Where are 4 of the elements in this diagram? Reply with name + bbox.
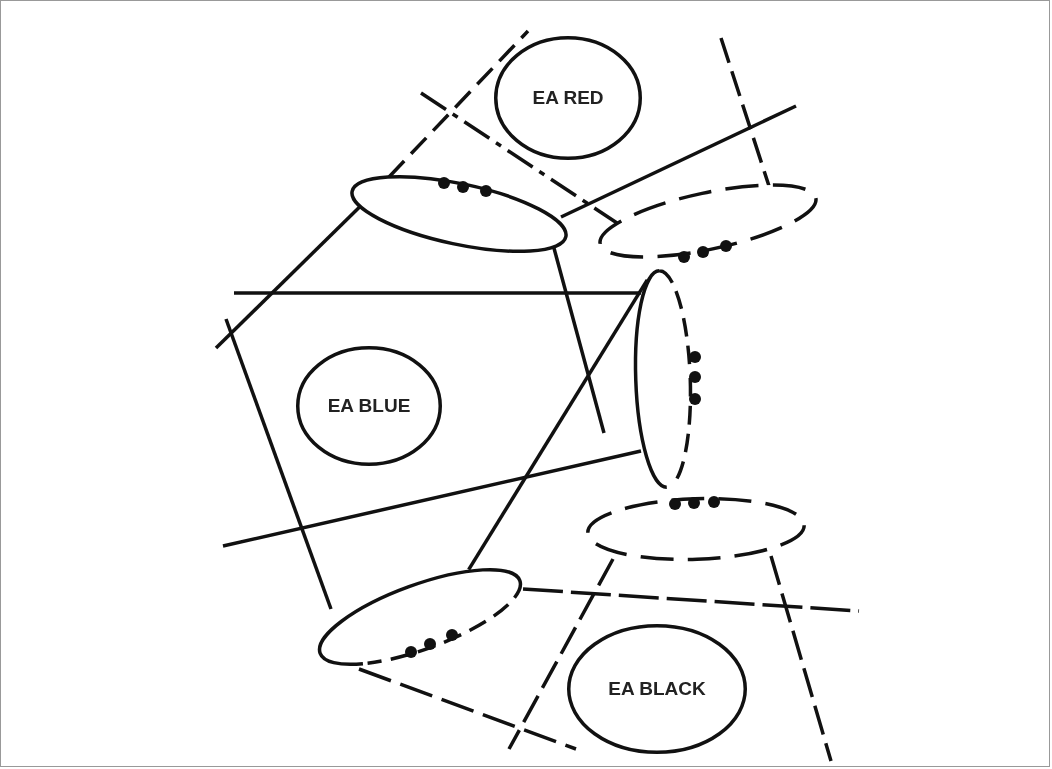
- node-label: EA BLUE: [327, 395, 411, 417]
- node-label: EA BLACK: [608, 678, 706, 700]
- node-label: EA RED: [532, 87, 604, 109]
- connector-line: [467, 278, 649, 571]
